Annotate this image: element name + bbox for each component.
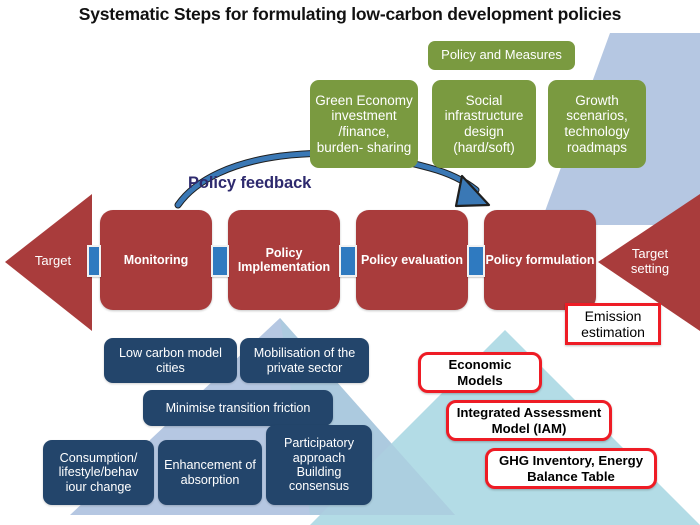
analysis-box-ghg-inventory[interactable]: GHG Inventory, Energy Balance Table: [485, 448, 657, 489]
measure-box-low-carbon-cities[interactable]: Low carbon model cities: [104, 338, 237, 383]
policy-and-measures-header: Policy and Measures: [428, 41, 575, 70]
page-title: Systematic Steps for formulating low-car…: [78, 4, 622, 24]
measure-box-growth-scenarios[interactable]: Growth scenarios, technology roadmaps: [548, 80, 646, 168]
connector-monitoring-to-implementation: [211, 245, 229, 277]
analysis-box-emission-estimation[interactable]: Emission estimation: [565, 303, 661, 345]
policy-feedback-label: Policy feedback: [188, 174, 312, 192]
process-step-policy-evaluation[interactable]: Policy evaluation: [356, 210, 468, 310]
analysis-box-economic-models[interactable]: Economic Models: [418, 352, 542, 393]
measure-box-enhancement-absorption[interactable]: Enhancement of absorption: [158, 440, 262, 505]
connector-evaluation-to-formulation: [467, 245, 485, 277]
analysis-box-integrated-assessment-model[interactable]: Integrated Assessment Model (IAM): [446, 400, 612, 441]
target-arrow-left: [5, 194, 92, 331]
measure-box-consumption-lifestyle[interactable]: Consumption/ lifestyle/behav iour change: [43, 440, 154, 505]
measure-box-transition-friction[interactable]: Minimise transition friction: [143, 390, 333, 426]
measure-box-social-infrastructure[interactable]: Social infrastructure design (hard/soft): [432, 80, 536, 168]
connector-target-to-monitoring: [87, 245, 101, 277]
measure-box-private-sector[interactable]: Mobilisation of the private sector: [240, 338, 369, 383]
process-step-monitoring[interactable]: Monitoring: [100, 210, 212, 310]
target-arrow-left-label: Target: [34, 253, 72, 268]
process-step-policy-implementation[interactable]: Policy Implementation: [228, 210, 340, 310]
connector-implementation-to-evaluation: [339, 245, 357, 277]
measure-box-participatory-approach[interactable]: Participatory approach Building consensu…: [266, 425, 372, 505]
process-step-policy-formulation[interactable]: Policy formulation: [484, 210, 596, 310]
measure-box-green-economy[interactable]: Green Economy investment /finance, burde…: [310, 80, 418, 168]
target-setting-arrow-right-label: Target setting: [630, 246, 670, 276]
